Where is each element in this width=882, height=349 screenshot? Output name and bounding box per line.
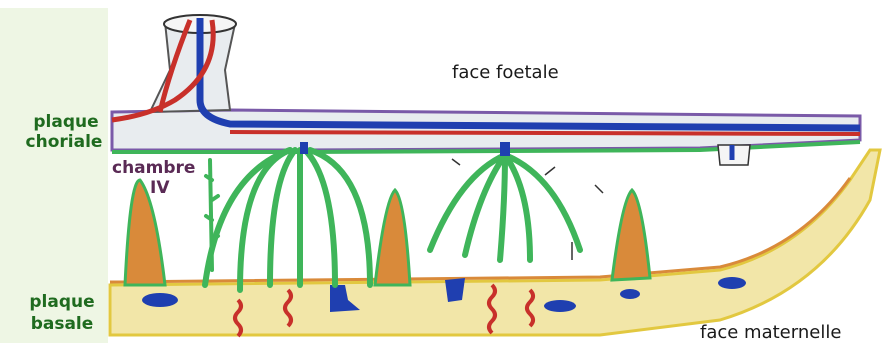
chambre-label-line1: chambre bbox=[112, 158, 195, 179]
fetal-vessel-root-2 bbox=[500, 142, 510, 156]
fetal-vessel-root-1 bbox=[300, 142, 308, 154]
plaque-basale-label-line2: basale bbox=[22, 314, 102, 335]
maternal-vein-3 bbox=[445, 278, 465, 302]
maternal-vein-1 bbox=[142, 293, 178, 307]
face-foetale-label: face foetale bbox=[452, 62, 559, 83]
plaque-choriale-label-line1: plaque bbox=[26, 112, 106, 133]
face-maternelle-label: face maternelle bbox=[700, 322, 841, 343]
chorionic-artery bbox=[230, 132, 860, 134]
plaque-choriale-label-line2: choriale bbox=[18, 132, 110, 153]
maternal-vein-5 bbox=[620, 289, 640, 299]
chambre-label-line2: IV bbox=[150, 178, 169, 199]
maternal-vein-4 bbox=[544, 300, 576, 312]
plaque-basale-label-line1: plaque bbox=[22, 292, 102, 313]
maternal-vein-6 bbox=[718, 277, 746, 289]
